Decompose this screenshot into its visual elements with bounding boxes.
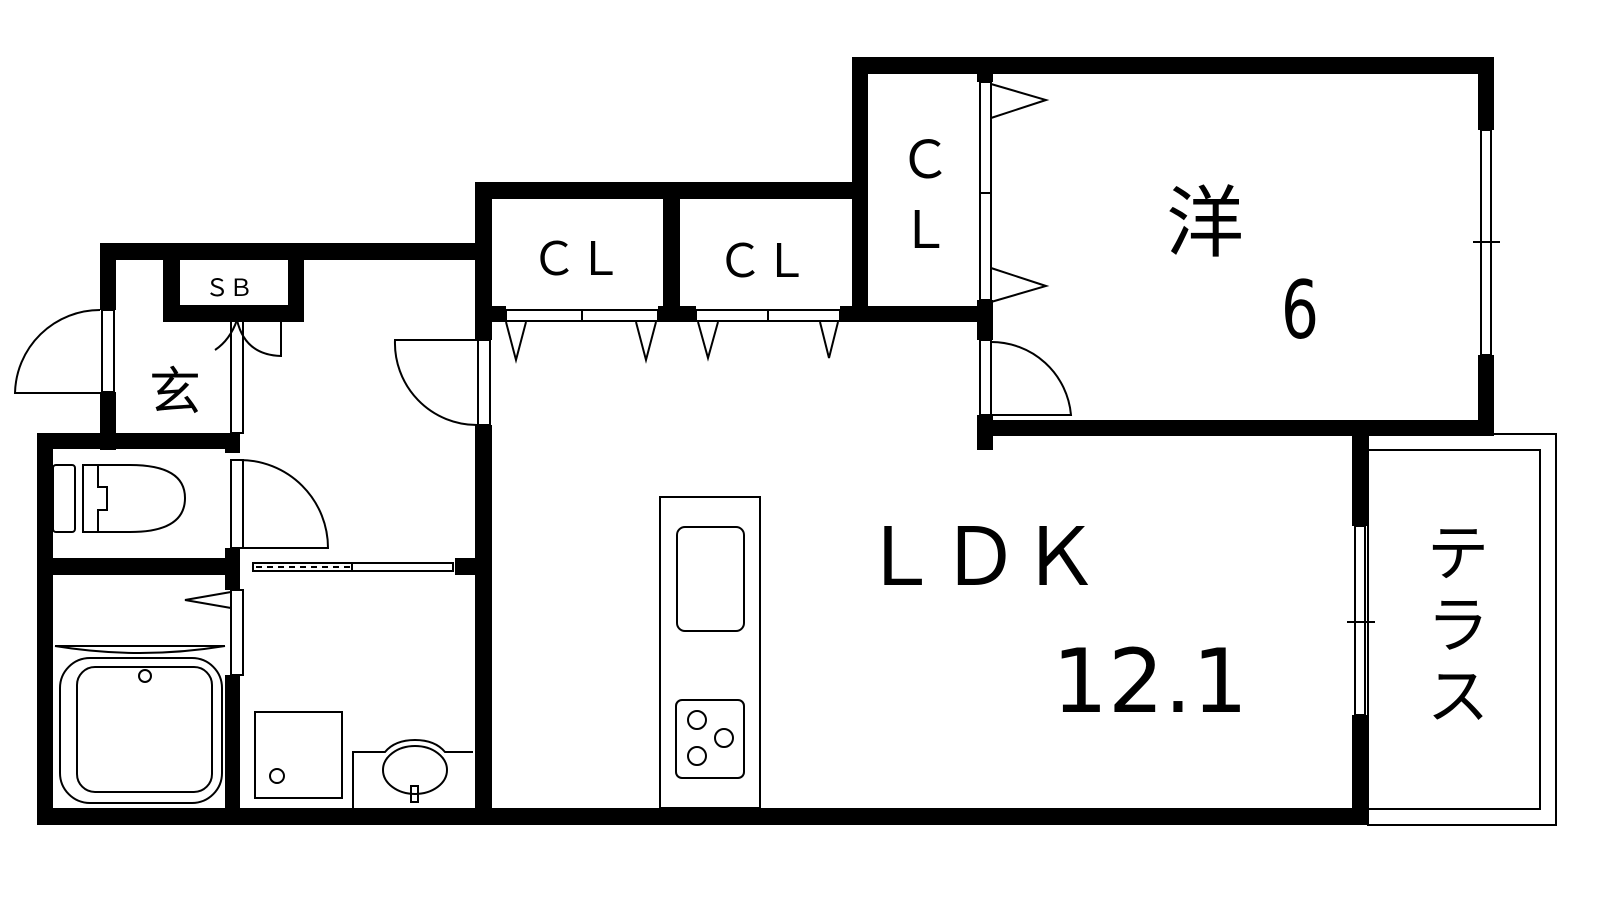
closet-3-label-c: Ｃ [899, 131, 951, 191]
bathtub-icon [54, 645, 226, 804]
ldk-label: ＬＤＫ [860, 511, 1100, 604]
walls [37, 57, 1494, 825]
labels: 玄 ＳＢ ＣＬ ＣＬ Ｃ Ｌ 洋 6 ＬＤＫ 12.1 テ ラ ス [149, 131, 1489, 733]
kitchen-counter [659, 496, 761, 809]
closet-2-label: ＣＬ [717, 234, 809, 288]
stove-icon [675, 699, 745, 779]
sink-icon [676, 526, 745, 632]
closet-1-label: ＣＬ [531, 232, 623, 286]
ldk-size: 12.1 [1052, 630, 1248, 733]
shoe-box-label: ＳＢ [205, 274, 253, 302]
washing-machine-icon [254, 711, 343, 799]
washbasin-icon [352, 738, 473, 808]
toilet-icon [52, 464, 187, 533]
entrance-label: 玄 [149, 363, 201, 423]
western-room-label: 洋 [1166, 179, 1244, 269]
closet-3-label-l: Ｌ [899, 201, 951, 261]
terrace-label-1: テ [1427, 517, 1489, 590]
terrace-label-2: ラ [1427, 589, 1489, 662]
western-room-size: 6 [1281, 263, 1319, 357]
terrace-label-3: ス [1427, 660, 1489, 733]
doors-windows [13, 81, 1557, 826]
fixtures [52, 464, 761, 809]
